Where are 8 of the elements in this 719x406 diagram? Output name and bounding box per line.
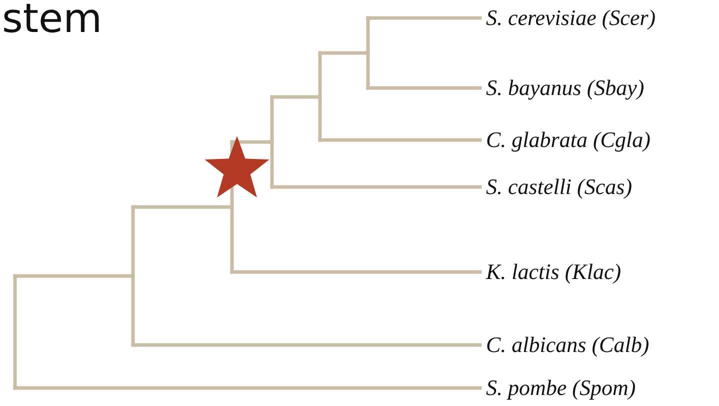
title-text: stem <box>2 0 102 42</box>
species-label: S. bayanus (Sbay) <box>486 75 644 101</box>
species-label: C. albicans (Calb) <box>486 332 650 358</box>
species-label: K. lactis (Klac) <box>486 259 622 285</box>
species-label: S. cerevisiae (Scer) <box>486 5 656 31</box>
species-label: C. glabrata (Cgla) <box>486 127 650 153</box>
species-label: S. castelli (Scas) <box>486 174 632 200</box>
species-label: S. pombe (Spom) <box>486 375 636 401</box>
